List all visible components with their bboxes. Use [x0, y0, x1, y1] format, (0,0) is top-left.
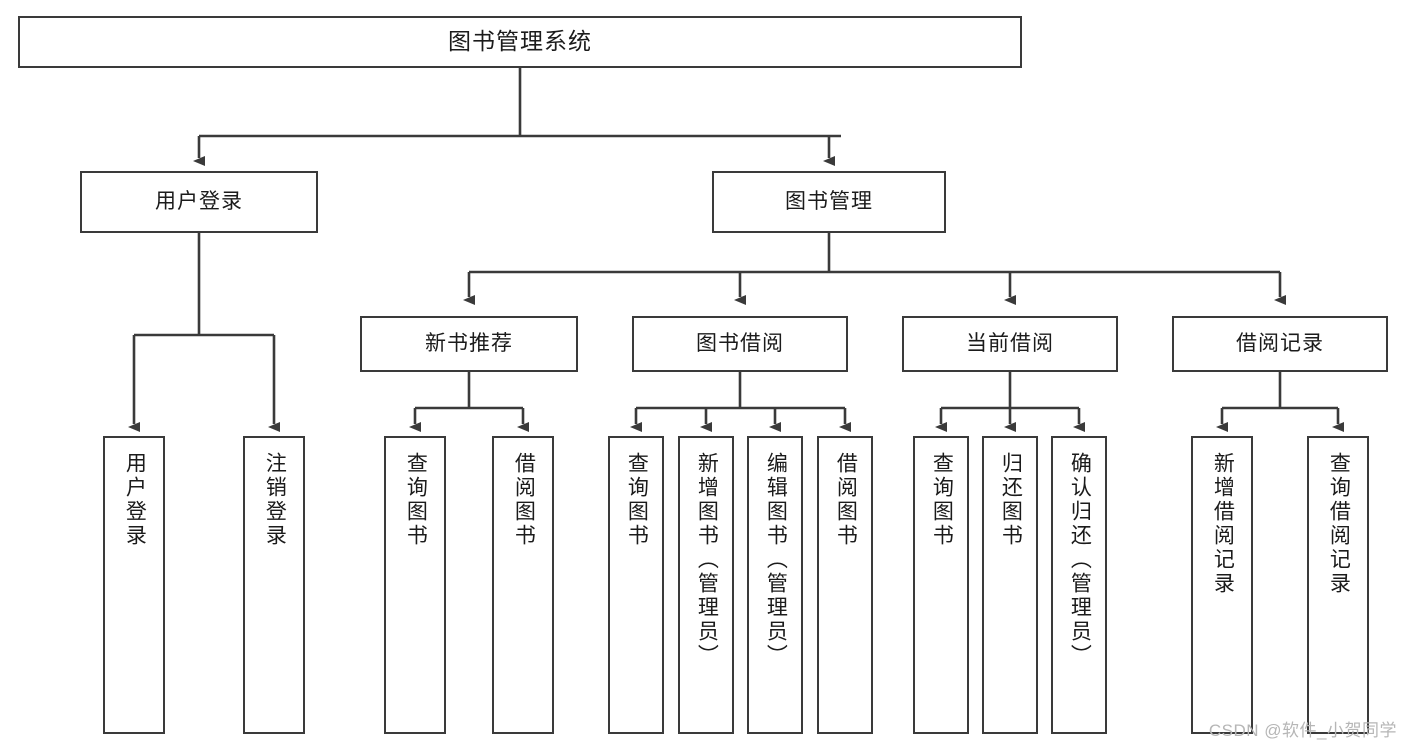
leaf-label: 新增图书（管理员） [695, 452, 719, 668]
leaf-borrow-book-2[interactable]: 借阅图书 [817, 436, 873, 734]
leaf-query-book-3[interactable]: 查询图书 [913, 436, 969, 734]
leaf-confirm-return[interactable]: 确认归还（管理员） [1051, 436, 1107, 734]
leaf-label: 注销登录 [263, 452, 287, 548]
leaf-label: 查询图书 [404, 452, 428, 548]
leaf-query-borrow-record[interactable]: 查询借阅记录 [1307, 436, 1369, 734]
leaf-return-book[interactable]: 归还图书 [982, 436, 1038, 734]
leaf-label: 确认归还（管理员） [1068, 452, 1092, 668]
watermark-text: CSDN @软件_小贺同学 [1208, 721, 1397, 740]
leaf-user-login[interactable]: 用户登录 [103, 436, 165, 734]
leaf-label: 用户登录 [123, 452, 147, 548]
node-book-manage[interactable]: 图书管理 [712, 171, 946, 233]
leaf-edit-book[interactable]: 编辑图书（管理员） [747, 436, 803, 734]
leaf-label: 借阅图书 [512, 452, 536, 548]
leaf-logout-login[interactable]: 注销登录 [243, 436, 305, 734]
node-borrow-record[interactable]: 借阅记录 [1172, 316, 1388, 372]
node-new-book-recommend[interactable]: 新书推荐 [360, 316, 578, 372]
leaf-borrow-book-1[interactable]: 借阅图书 [492, 436, 554, 734]
node-current-borrow[interactable]: 当前借阅 [902, 316, 1118, 372]
leaf-query-book-1[interactable]: 查询图书 [384, 436, 446, 734]
leaf-query-book-2[interactable]: 查询图书 [608, 436, 664, 734]
leaf-label: 新增借阅记录 [1211, 452, 1235, 596]
node-book-borrow[interactable]: 图书借阅 [632, 316, 848, 372]
leaf-label: 查询图书 [625, 452, 649, 548]
leaf-label: 编辑图书（管理员） [764, 452, 788, 668]
leaf-add-book[interactable]: 新增图书（管理员） [678, 436, 734, 734]
leaf-label: 查询图书 [930, 452, 954, 548]
node-user-login[interactable]: 用户登录 [80, 171, 318, 233]
leaf-label: 借阅图书 [834, 452, 858, 548]
leaf-label: 归还图书 [999, 452, 1023, 548]
node-root[interactable]: 图书管理系统 [18, 16, 1022, 68]
leaf-label: 查询借阅记录 [1327, 452, 1351, 596]
leaf-add-borrow-record[interactable]: 新增借阅记录 [1191, 436, 1253, 734]
